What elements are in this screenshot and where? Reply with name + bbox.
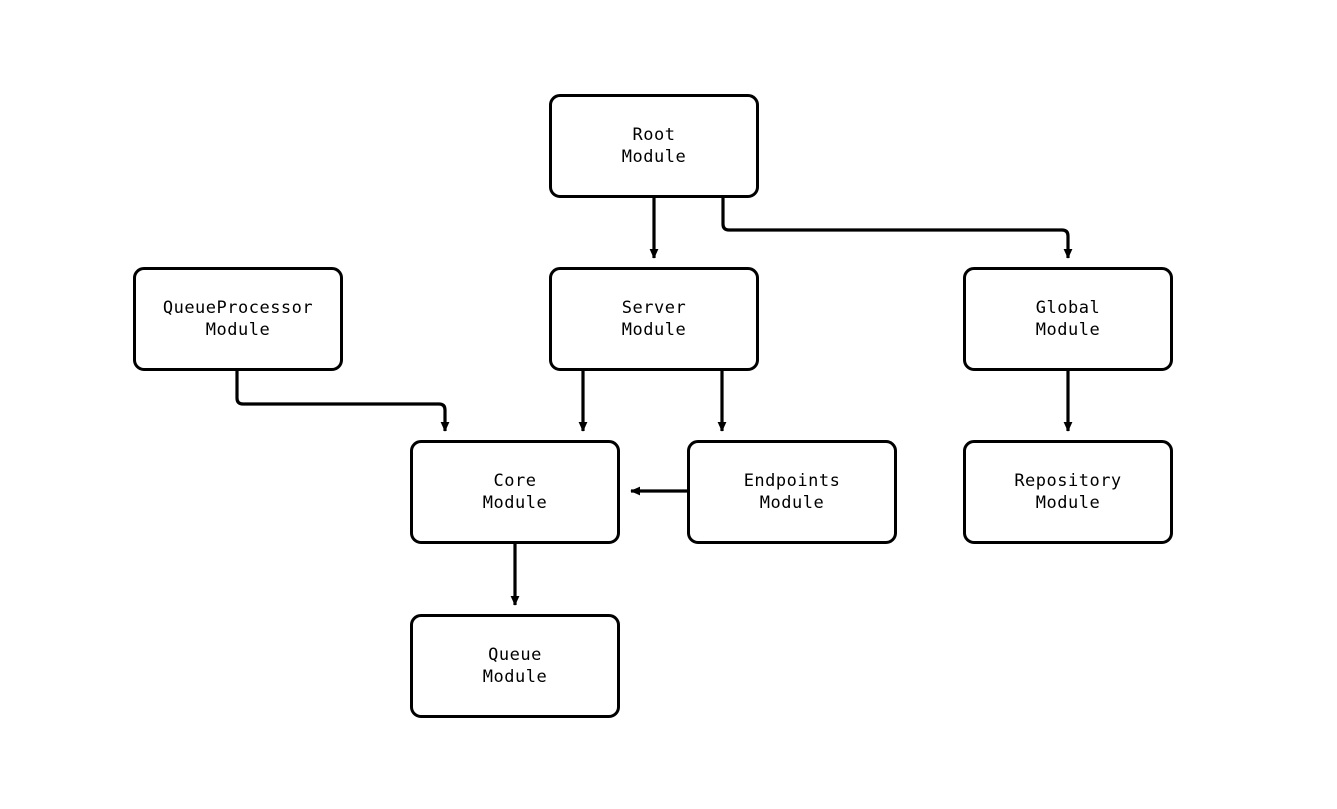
node-repository-module[interactable]: Repository Module — [963, 440, 1173, 544]
node-core-module-label-line2: Module — [482, 493, 548, 513]
node-root-module[interactable]: Root Module — [549, 94, 759, 198]
node-endpoints-module[interactable]: Endpoints Module — [687, 440, 897, 544]
node-root-module-label-line1: Root — [632, 125, 676, 145]
node-root-module-label-line2: Module — [621, 147, 687, 167]
node-core-module[interactable]: Core Module — [410, 440, 620, 544]
node-global-module-label-line1: Global — [1035, 298, 1101, 318]
node-endpoints-module-label-line1: Endpoints — [743, 471, 841, 491]
node-queue-module-label-line1: Queue — [488, 645, 542, 665]
node-queueprocessor-module-label-line1: QueueProcessor — [162, 298, 314, 318]
edge-root-to-global — [721, 198, 1073, 259]
node-endpoints-module-label-line2: Module — [759, 493, 825, 513]
node-repository-module-label-line1: Repository — [1014, 471, 1122, 491]
node-global-module-label-line2: Module — [1035, 320, 1101, 340]
node-core-module-label-line1: Core — [493, 471, 537, 491]
node-global-module[interactable]: Global Module — [963, 267, 1173, 371]
node-server-module[interactable]: Server Module — [549, 267, 759, 371]
edge-queueprocessor-to-core — [235, 371, 450, 432]
node-queue-module-label-line2: Module — [482, 667, 548, 687]
node-repository-module-label-line2: Module — [1035, 493, 1101, 513]
node-queueprocessor-module-label-line2: Module — [205, 320, 271, 340]
node-server-module-label-line1: Server — [621, 298, 687, 318]
node-server-module-label-line2: Module — [621, 320, 687, 340]
node-queueprocessor-module[interactable]: QueueProcessor Module — [133, 267, 343, 371]
node-queue-module[interactable]: Queue Module — [410, 614, 620, 718]
